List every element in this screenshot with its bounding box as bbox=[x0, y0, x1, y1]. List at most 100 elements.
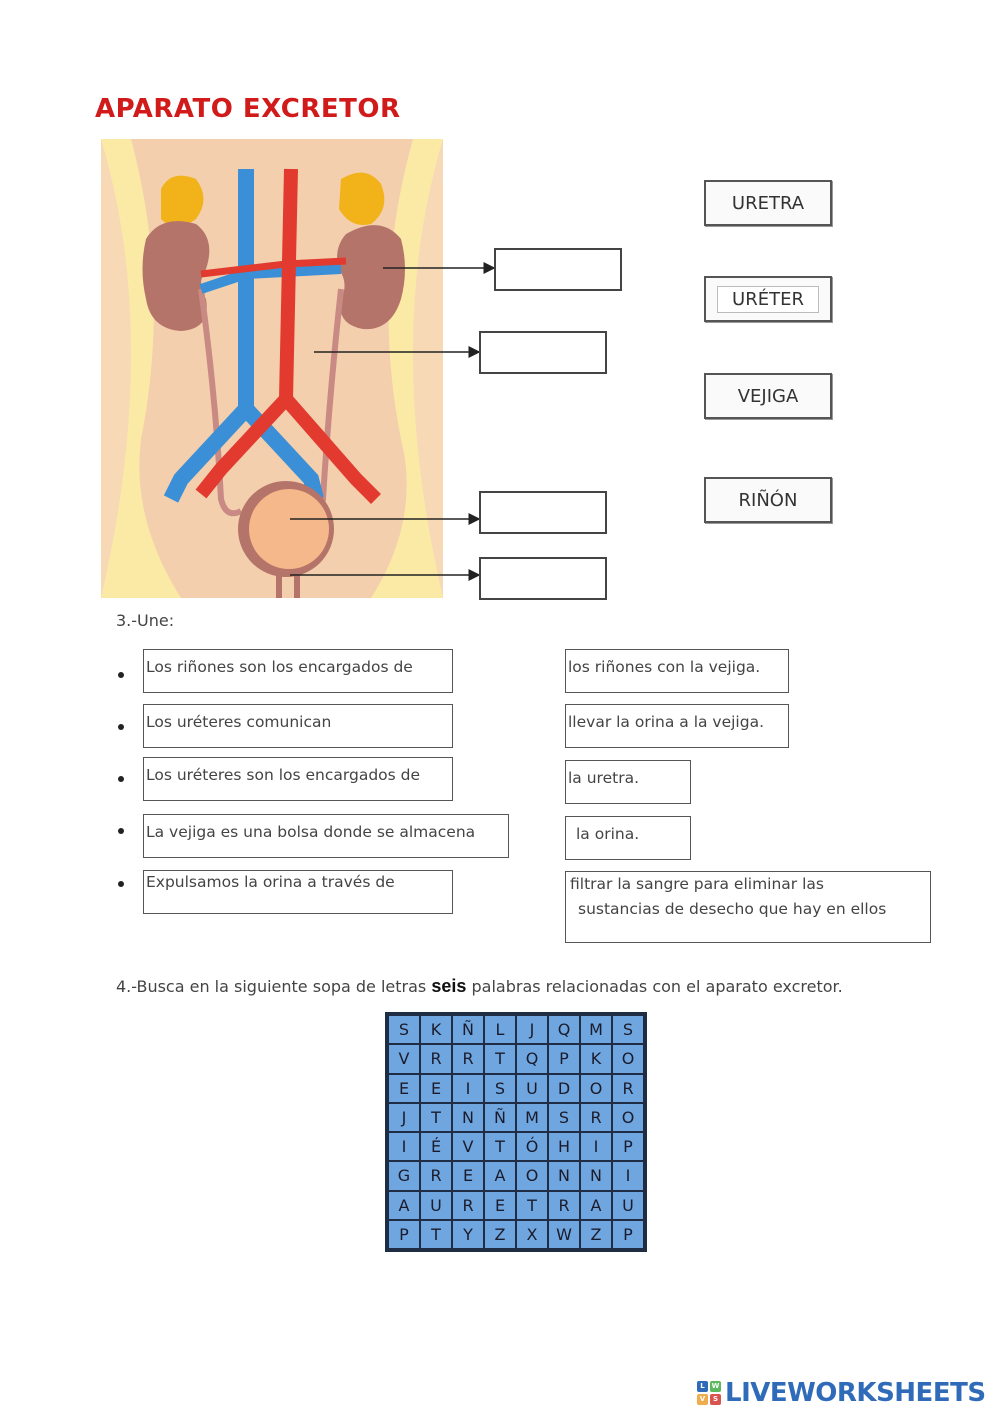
grid-cell[interactable]: T bbox=[484, 1044, 516, 1074]
match-right-2[interactable]: llevar la orina a la vejiga. bbox=[565, 704, 789, 748]
grid-cell[interactable]: A bbox=[580, 1190, 612, 1220]
grid-cell[interactable]: A bbox=[388, 1190, 420, 1220]
grid-cell[interactable]: E bbox=[388, 1073, 420, 1103]
word-card-rinon[interactable]: RIÑÓN bbox=[704, 477, 832, 523]
answer-box-1[interactable] bbox=[494, 248, 622, 291]
grid-cell[interactable]: E bbox=[452, 1161, 484, 1191]
grid-cell[interactable]: N bbox=[580, 1161, 612, 1191]
logo-letter: V bbox=[697, 1394, 708, 1405]
section-4-bold: seis bbox=[431, 976, 467, 996]
grid-cell[interactable]: T bbox=[420, 1102, 452, 1132]
grid-cell[interactable]: Ñ bbox=[452, 1015, 484, 1045]
grid-cell[interactable]: P bbox=[612, 1219, 644, 1249]
grid-cell[interactable]: O bbox=[516, 1161, 548, 1191]
match-right-5[interactable]: filtrar la sangre para eliminar las sust… bbox=[565, 871, 931, 943]
grid-cell[interactable]: V bbox=[452, 1132, 484, 1162]
logo-letter: L bbox=[697, 1381, 708, 1392]
grid-cell[interactable]: N bbox=[452, 1102, 484, 1132]
grid-cell[interactable]: I bbox=[452, 1073, 484, 1103]
answer-box-3[interactable] bbox=[479, 491, 607, 534]
word-card-label: RIÑÓN bbox=[738, 489, 798, 511]
word-card-vejiga[interactable]: VEJIGA bbox=[704, 373, 832, 419]
word-card-ureter[interactable]: URÉTER bbox=[704, 276, 832, 322]
grid-cell[interactable]: Z bbox=[580, 1219, 612, 1249]
bullet bbox=[118, 881, 124, 887]
match-right-1[interactable]: los riñones con la vejiga. bbox=[565, 649, 789, 693]
grid-cell[interactable]: I bbox=[580, 1132, 612, 1162]
grid-cell[interactable]: T bbox=[420, 1219, 452, 1249]
match-left-4[interactable]: La vejiga es una bolsa donde se almacena bbox=[143, 814, 509, 858]
grid-cell[interactable]: Y bbox=[452, 1219, 484, 1249]
grid-cell[interactable]: U bbox=[516, 1073, 548, 1103]
grid-cell[interactable]: J bbox=[388, 1102, 420, 1132]
grid-cell[interactable]: V bbox=[388, 1044, 420, 1074]
grid-cell[interactable]: S bbox=[548, 1102, 580, 1132]
grid-cell[interactable]: Ñ bbox=[484, 1102, 516, 1132]
page-title: APARATO EXCRETOR bbox=[95, 94, 401, 124]
answer-box-4[interactable] bbox=[479, 557, 607, 600]
brand-text: LIVEWORKSHEETS bbox=[725, 1378, 986, 1408]
grid-cell[interactable]: R bbox=[420, 1044, 452, 1074]
answer-box-2[interactable] bbox=[479, 331, 607, 374]
grid-cell[interactable]: R bbox=[452, 1190, 484, 1220]
grid-cell[interactable]: S bbox=[388, 1015, 420, 1045]
match-left-2[interactable]: Los uréteres comunican bbox=[143, 704, 453, 748]
grid-cell[interactable]: X bbox=[516, 1219, 548, 1249]
grid-cell[interactable]: S bbox=[484, 1073, 516, 1103]
grid-cell[interactable]: I bbox=[612, 1161, 644, 1191]
section-4-label: 4.-Busca en la siguiente sopa de letras … bbox=[116, 976, 843, 997]
grid-cell[interactable]: E bbox=[484, 1190, 516, 1220]
grid-cell[interactable]: R bbox=[548, 1190, 580, 1220]
grid-cell[interactable]: Z bbox=[484, 1219, 516, 1249]
grid-cell[interactable]: W bbox=[548, 1219, 580, 1249]
grid-cell[interactable]: K bbox=[580, 1044, 612, 1074]
grid-cell[interactable]: L bbox=[484, 1015, 516, 1045]
grid-cell[interactable]: M bbox=[580, 1015, 612, 1045]
bullet bbox=[118, 776, 124, 782]
grid-cell[interactable]: A bbox=[484, 1161, 516, 1191]
grid-cell[interactable]: Q bbox=[548, 1015, 580, 1045]
word-card-uretra[interactable]: URETRA bbox=[704, 180, 832, 226]
grid-cell[interactable]: Ó bbox=[516, 1132, 548, 1162]
grid-cell[interactable]: D bbox=[548, 1073, 580, 1103]
grid-cell[interactable]: O bbox=[580, 1073, 612, 1103]
grid-cell[interactable]: I bbox=[388, 1132, 420, 1162]
grid-cell[interactable]: R bbox=[580, 1102, 612, 1132]
grid-cell[interactable]: É bbox=[420, 1132, 452, 1162]
liveworksheets-brand: L W V S LIVEWORKSHEETS bbox=[697, 1378, 986, 1408]
grid-cell[interactable]: P bbox=[388, 1219, 420, 1249]
grid-cell[interactable]: G bbox=[388, 1161, 420, 1191]
match-left-5[interactable]: Expulsamos la orina a través de bbox=[143, 870, 453, 914]
match-left-1[interactable]: Los riñones son los encargados de bbox=[143, 649, 453, 693]
section-4-text-after: palabras relacionadas con el aparato exc… bbox=[466, 977, 843, 996]
grid-cell[interactable]: N bbox=[548, 1161, 580, 1191]
match-right-3[interactable]: la uretra. bbox=[565, 760, 691, 804]
section-4-text-before: 4.-Busca en la siguiente sopa de letras bbox=[116, 977, 432, 996]
grid-cell[interactable]: U bbox=[612, 1190, 644, 1220]
match-right-5-line-2: sustancias de desecho que hay en ellos bbox=[578, 899, 887, 918]
grid-cell[interactable]: O bbox=[612, 1044, 644, 1074]
bullet bbox=[118, 828, 124, 834]
grid-cell[interactable]: R bbox=[420, 1161, 452, 1191]
word-card-label: VEJIGA bbox=[737, 385, 799, 407]
grid-cell[interactable]: U bbox=[420, 1190, 452, 1220]
grid-cell[interactable]: K bbox=[420, 1015, 452, 1045]
grid-cell[interactable]: T bbox=[516, 1190, 548, 1220]
grid-cell[interactable]: S bbox=[612, 1015, 644, 1045]
grid-cell[interactable]: E bbox=[420, 1073, 452, 1103]
grid-cell[interactable]: P bbox=[612, 1132, 644, 1162]
bullet bbox=[118, 724, 124, 730]
grid-cell[interactable]: R bbox=[612, 1073, 644, 1103]
grid-cell[interactable]: M bbox=[516, 1102, 548, 1132]
grid-cell[interactable]: R bbox=[452, 1044, 484, 1074]
grid-cell[interactable]: O bbox=[612, 1102, 644, 1132]
grid-cell[interactable]: J bbox=[516, 1015, 548, 1045]
grid-cell[interactable]: T bbox=[484, 1132, 516, 1162]
grid-cell[interactable]: Q bbox=[516, 1044, 548, 1074]
word-card-label: URÉTER bbox=[717, 285, 819, 313]
match-left-3[interactable]: Los uréteres son los encargados de bbox=[143, 757, 453, 801]
match-right-4[interactable]: la orina. bbox=[565, 816, 691, 860]
grid-cell[interactable]: P bbox=[548, 1044, 580, 1074]
grid-cell[interactable]: H bbox=[548, 1132, 580, 1162]
